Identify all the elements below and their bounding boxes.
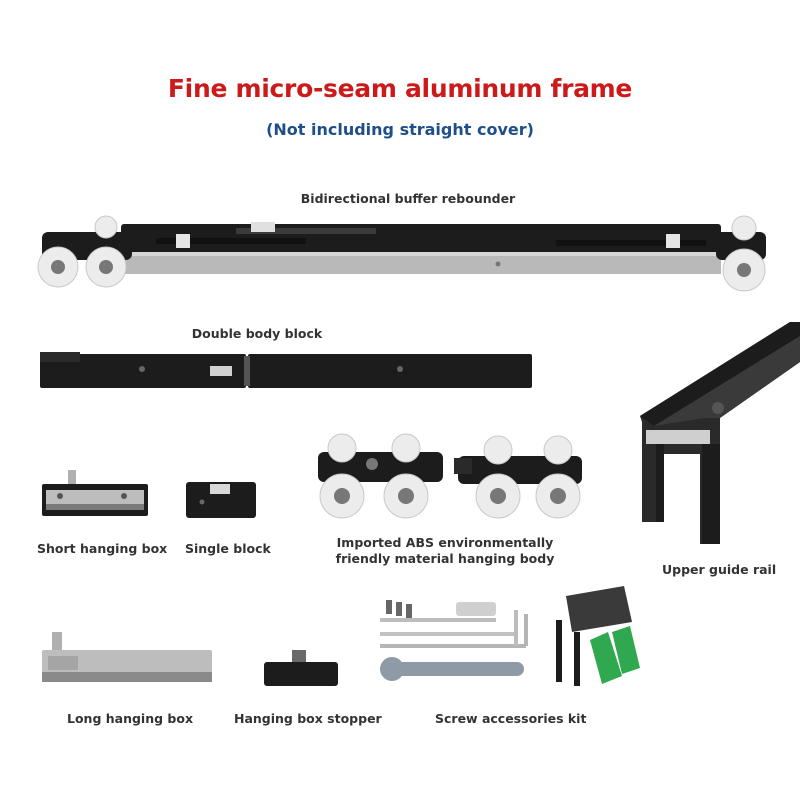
hanging-box-stopper-image — [264, 650, 338, 686]
label-buffer: Bidirectional buffer rebounder — [300, 191, 516, 206]
label-stopper: Hanging box stopper — [234, 711, 382, 726]
label-double-block: Double body block — [191, 326, 323, 341]
label-long-box: Long hanging box — [67, 711, 194, 726]
buffer-rebounder-image — [37, 215, 766, 292]
label-abs-line1: Imported ABS environmentally — [336, 535, 554, 550]
label-abs-line2: friendly material hanging body — [335, 551, 555, 566]
label-screw-kit: Screw accessories kit — [435, 711, 587, 726]
screw-kit-image — [380, 586, 640, 686]
abs-hanging-body-image — [318, 433, 582, 519]
double-body-block-image — [40, 352, 532, 388]
page-title: Fine micro-seam aluminum frame — [167, 74, 633, 103]
short-hanging-box-image — [42, 470, 148, 516]
upper-guide-rail-image — [640, 322, 800, 544]
label-short-box: Short hanging box — [37, 541, 168, 556]
single-block-image — [186, 482, 256, 518]
label-single-block: Single block — [185, 541, 271, 556]
page-subtitle: (Not including straight cover) — [266, 120, 534, 139]
label-rail: Upper guide rail — [662, 562, 777, 577]
long-hanging-box-image — [42, 632, 212, 682]
